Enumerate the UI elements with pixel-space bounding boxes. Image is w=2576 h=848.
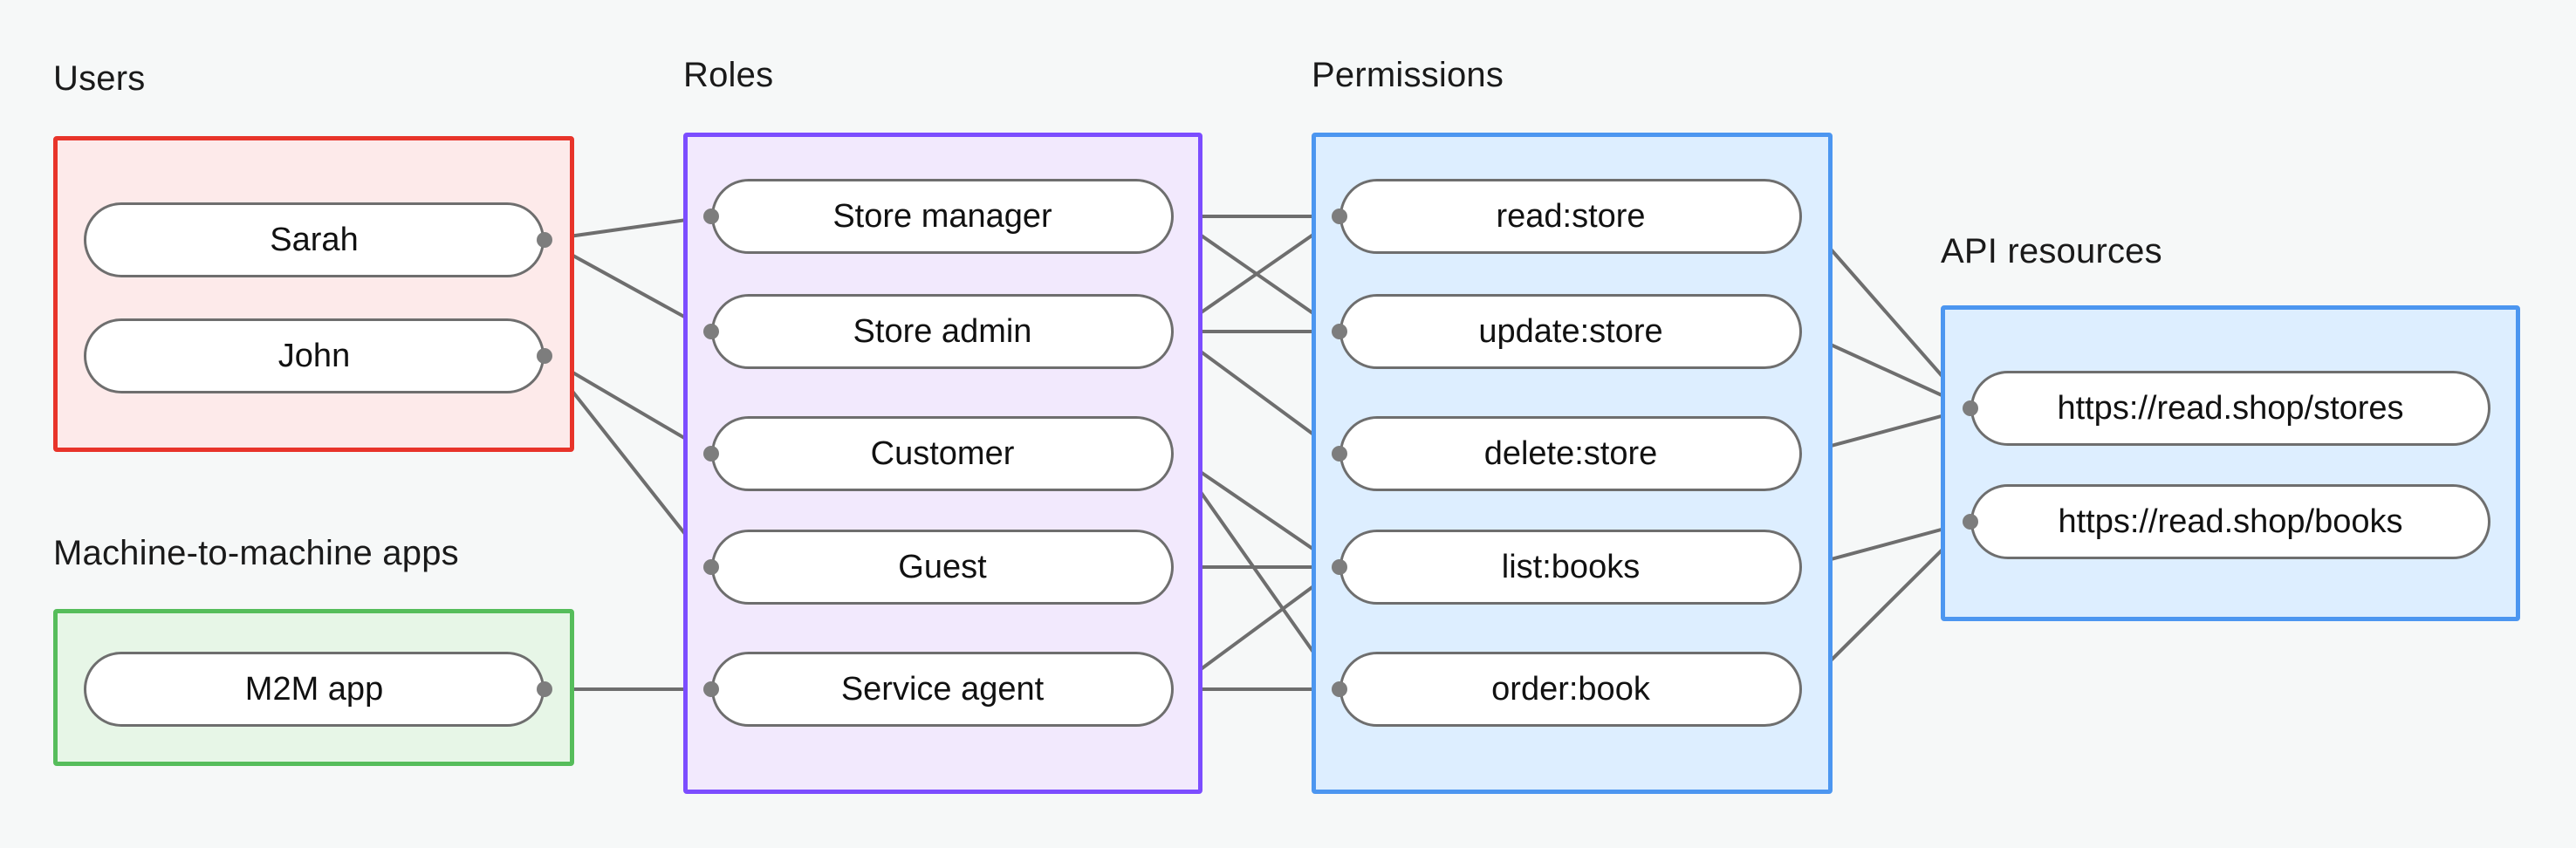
group-title-m2m: Machine-to-machine apps	[53, 534, 459, 572]
connection-port-read_store	[1332, 209, 1347, 224]
node-john[interactable]: John	[84, 318, 545, 393]
connection-port-store_admin	[703, 324, 719, 339]
group-box-api	[1941, 305, 2520, 621]
connection-port-john	[537, 348, 552, 364]
group-title-roles: Roles	[683, 56, 774, 94]
node-read_store[interactable]: read:store	[1339, 179, 1802, 254]
node-res_stores[interactable]: https://read.shop/stores	[1970, 371, 2490, 446]
node-delete_store[interactable]: delete:store	[1339, 416, 1802, 491]
node-list_books[interactable]: list:books	[1339, 530, 1802, 605]
node-store_manager[interactable]: Store manager	[711, 179, 1174, 254]
connection-port-customer	[703, 446, 719, 462]
node-m2m_app[interactable]: M2M app	[84, 652, 545, 727]
node-update_store[interactable]: update:store	[1339, 294, 1802, 369]
group-box-users	[53, 136, 574, 452]
connection-port-update_store	[1332, 324, 1347, 339]
node-order_book[interactable]: order:book	[1339, 652, 1802, 727]
connection-port-guest	[703, 559, 719, 575]
connection-port-service_agent	[703, 681, 719, 697]
node-customer[interactable]: Customer	[711, 416, 1174, 491]
node-service_agent[interactable]: Service agent	[711, 652, 1174, 727]
connection-port-store_manager	[703, 209, 719, 224]
connection-port-res_books	[1963, 514, 1978, 530]
connection-port-res_stores	[1963, 400, 1978, 416]
node-guest[interactable]: Guest	[711, 530, 1174, 605]
group-title-permissions: Permissions	[1312, 56, 1504, 94]
group-title-users: Users	[53, 59, 146, 98]
group-title-api: API resources	[1941, 232, 2162, 270]
connection-port-sarah	[537, 232, 552, 248]
connection-port-m2m_app	[537, 681, 552, 697]
node-sarah[interactable]: Sarah	[84, 202, 545, 277]
connection-port-list_books	[1332, 559, 1347, 575]
connection-port-order_book	[1332, 681, 1347, 697]
node-res_books[interactable]: https://read.shop/books	[1970, 484, 2490, 559]
connection-port-delete_store	[1332, 446, 1347, 462]
node-store_admin[interactable]: Store admin	[711, 294, 1174, 369]
